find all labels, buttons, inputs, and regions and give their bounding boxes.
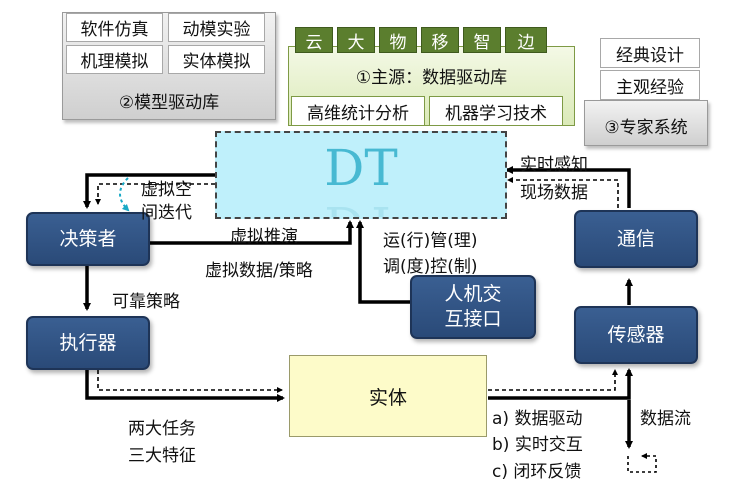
method-machine-learning: 机器学习技术 bbox=[429, 96, 563, 126]
model-item-software-sim: 软件仿真 bbox=[66, 13, 163, 42]
label-field-data: 现场数据 bbox=[520, 183, 588, 203]
label-data-flow: 数据流 bbox=[640, 409, 691, 429]
dt-label: DT bbox=[324, 139, 398, 197]
entity-box: 实体 bbox=[289, 355, 487, 437]
tag-cloud: 云 bbox=[295, 27, 333, 53]
tag-smart: 智 bbox=[463, 27, 501, 53]
hmi-label-line1: 人机交 bbox=[444, 283, 502, 306]
label-virtual-deduction: 虚拟推演 bbox=[230, 227, 298, 247]
expert-system-panel bbox=[584, 100, 708, 146]
digital-twin-box: DT DT bbox=[215, 131, 507, 219]
label-feature-closed-loop: c) 闭环反馈 bbox=[492, 462, 582, 482]
model-item-dynamic-test: 动模实验 bbox=[168, 13, 265, 42]
tag-things: 物 bbox=[379, 27, 417, 53]
tag-mobile: 移 bbox=[421, 27, 459, 53]
label-realtime-perception: 实时感知 bbox=[520, 155, 588, 175]
label-feature-realtime: b) 实时交互 bbox=[492, 435, 583, 455]
label-feature-data-driven: a) 数据驱动 bbox=[492, 409, 583, 429]
decision-maker-node: 决策者 bbox=[26, 212, 150, 266]
method-high-dim-stats: 高维统计分析 bbox=[291, 96, 425, 126]
data-library-title: ①主源：数据驱动库 bbox=[355, 67, 508, 88]
label-virtual-space-2: 间迭代 bbox=[141, 203, 192, 223]
communication-node: 通信 bbox=[574, 210, 698, 268]
model-library-title: ②模型驱动库 bbox=[118, 92, 220, 113]
expert-item-classic-design: 经典设计 bbox=[600, 38, 700, 68]
label-virtual-space-1: 虚拟空 bbox=[141, 180, 192, 200]
label-two-tasks: 两大任务 bbox=[128, 419, 196, 439]
dt-label-reflection: DT bbox=[217, 195, 505, 217]
expert-item-subjective-exp: 主观经验 bbox=[600, 70, 700, 100]
hmi-label-line2: 互接口 bbox=[444, 308, 502, 330]
expert-system-title: ③专家系统 bbox=[604, 117, 688, 138]
label-dispatch-control: 调(度)控(制) bbox=[383, 257, 478, 277]
tag-edge: 边 bbox=[505, 27, 547, 53]
label-operation-management: 运(行)管(理) bbox=[383, 231, 478, 251]
label-reliable-strategy: 可靠策略 bbox=[112, 292, 180, 312]
tag-big: 大 bbox=[337, 27, 375, 53]
model-item-physical-sim: 实体模拟 bbox=[168, 45, 265, 74]
label-three-features: 三大特征 bbox=[128, 446, 196, 466]
sensor-node: 传感器 bbox=[574, 306, 698, 364]
model-item-mechanism-sim: 机理模拟 bbox=[66, 45, 163, 74]
executor-node: 执行器 bbox=[26, 316, 150, 370]
label-virtual-data-strategy: 虚拟数据/策略 bbox=[205, 261, 313, 281]
hmi-node: 人机交 互接口 bbox=[410, 275, 536, 339]
